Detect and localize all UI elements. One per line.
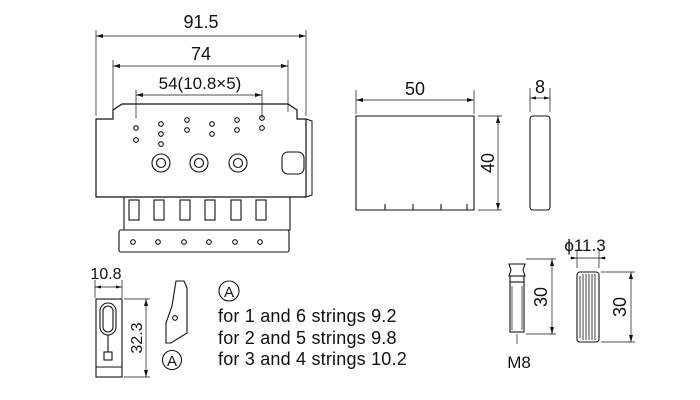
bridge-top-view: [95, 30, 313, 253]
dim-block-thickness: 8: [535, 77, 545, 97]
saddle-callout-marker: A: [167, 353, 177, 370]
dim-stud-spacing: 74: [191, 44, 211, 64]
dim-string-spacing: 54(10.8×5): [159, 74, 242, 93]
dim-bushing-diameter: ϕ11.3: [564, 236, 605, 255]
note-line-1: for 1 and 6 strings 9.2: [218, 306, 397, 326]
note-line-3: for 3 and 4 strings 10.2: [218, 349, 407, 369]
dim-overall-width: 91.5: [183, 12, 218, 32]
stud-view: [508, 258, 556, 344]
dim-block-height: 40: [478, 153, 498, 173]
notes-marker: [218, 280, 240, 302]
notes-marker-label: A: [224, 284, 234, 301]
dim-saddle-height: 32.3: [129, 322, 146, 353]
dim-block-width: 50: [405, 79, 425, 99]
saddle-profile: [161, 280, 188, 371]
note-line-2: for 2 and 5 strings 9.8: [218, 327, 397, 348]
string-holes: [133, 115, 265, 147]
bushing-view: [570, 250, 635, 343]
dim-saddle-width: 10.8: [90, 266, 121, 283]
block-edge-view: [529, 88, 551, 211]
screw-bosses: [151, 151, 305, 175]
saddle-tabs: [118, 197, 291, 253]
block-side-view: [355, 90, 502, 211]
dim-bushing-length: 30: [610, 297, 630, 317]
saddle-side-view: [94, 280, 150, 378]
stud-thread-label: M8: [507, 353, 531, 372]
dim-stud-length: 30: [531, 287, 551, 307]
saddle-height-notes: for 1 and 6 strings 9.2 for 2 and 5 stri…: [218, 306, 407, 371]
